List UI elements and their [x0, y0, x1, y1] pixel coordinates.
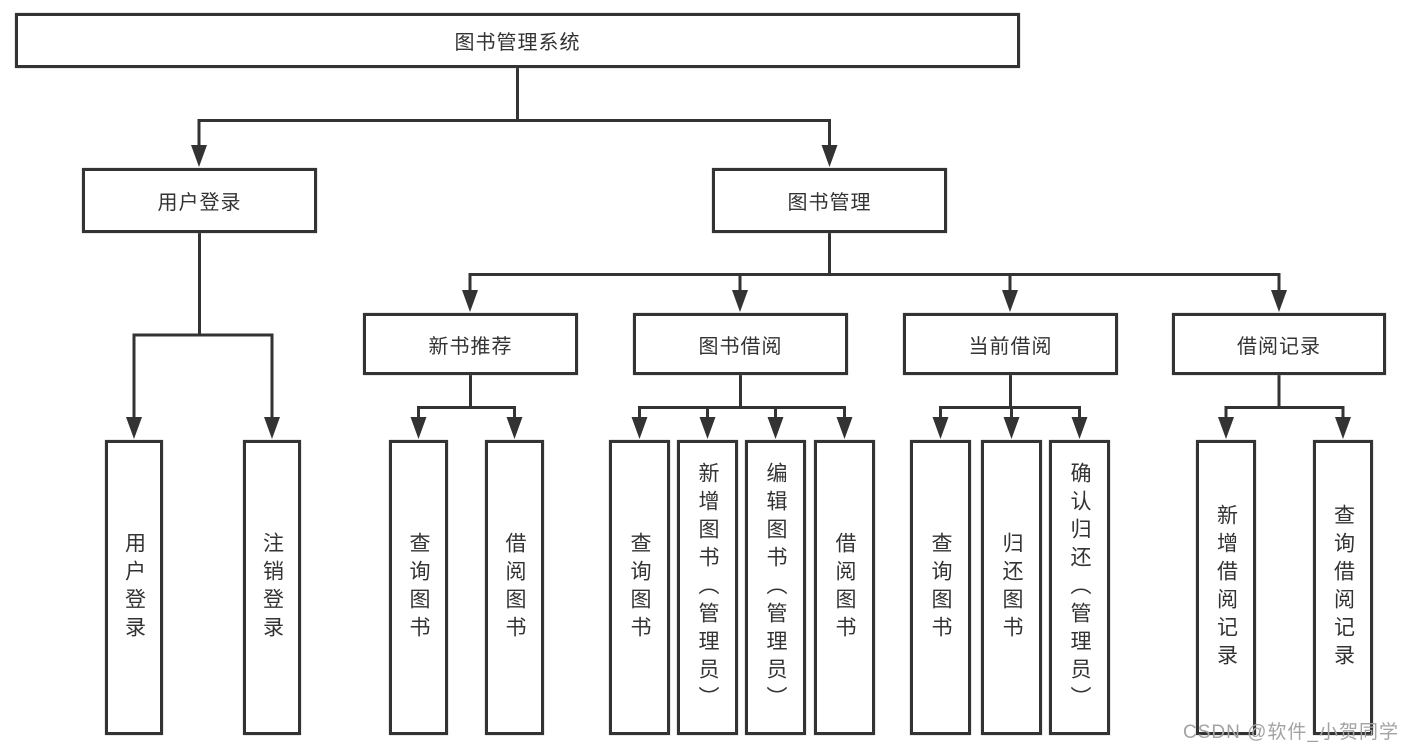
leaf-query-books-current: 查询图书 [910, 440, 971, 735]
node-book-borrow: 图书借阅 [633, 313, 848, 375]
leaf-label: 归还图书 [1000, 531, 1023, 644]
leaf-user-login: 用户登录 [105, 440, 163, 735]
leaf-confirm-return-admin: 确认归还（管理员） [1049, 440, 1110, 735]
leaf-borrow-books: 借阅图书 [814, 440, 875, 735]
node-new-book-recommend: 新书推荐 [363, 313, 578, 375]
leaf-label: 借阅图书 [833, 531, 856, 644]
leaf-label: 查询图书 [929, 531, 952, 644]
node-root-system: 图书管理系统 [15, 13, 1020, 68]
leaf-logout: 注销登录 [243, 440, 301, 735]
leaf-label: 编辑图书（管理员） [764, 461, 787, 714]
node-current-borrow: 当前借阅 [903, 313, 1118, 375]
leaf-query-borrow-record: 查询借阅记录 [1313, 440, 1373, 735]
leaf-label: 用户登录 [122, 531, 146, 644]
leaf-label: 注销登录 [260, 531, 284, 644]
leaf-label: 新增借阅记录 [1214, 503, 1238, 672]
leaf-label: 查询图书 [628, 531, 651, 644]
leaf-borrow-books-recommend: 借阅图书 [485, 440, 544, 735]
leaf-add-borrow-record: 新增借阅记录 [1196, 440, 1256, 735]
leaf-add-books-admin: 新增图书（管理员） [677, 440, 738, 735]
leaf-query-books-recommend: 查询图书 [389, 440, 448, 735]
leaf-label: 确认归还（管理员） [1068, 461, 1091, 714]
node-user-login: 用户登录 [82, 168, 317, 233]
csdn-watermark: CSDN @软件_小贺同学 [1183, 722, 1399, 743]
leaf-label: 查询图书 [407, 531, 430, 644]
leaf-query-books-borrow: 查询图书 [609, 440, 670, 735]
leaf-edit-books-admin: 编辑图书（管理员） [745, 440, 806, 735]
leaf-label: 新增图书（管理员） [696, 461, 719, 714]
leaf-return-books: 归还图书 [981, 440, 1042, 735]
leaf-label: 借阅图书 [503, 531, 526, 644]
leaf-label: 查询借阅记录 [1331, 503, 1355, 672]
node-book-management: 图书管理 [712, 168, 947, 233]
node-borrow-records: 借阅记录 [1172, 313, 1386, 375]
